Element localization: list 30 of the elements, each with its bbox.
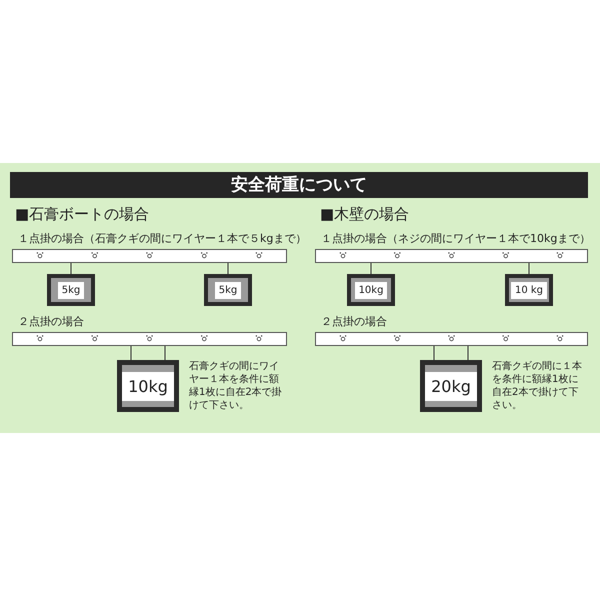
hanging-rail <box>315 332 588 346</box>
subheading: １点掛の場合（石膏クギの間にワイヤー１本で５kgまで） <box>18 231 306 246</box>
hanging-wire <box>164 346 166 360</box>
hanging-wire <box>70 262 72 274</box>
picture-frame <box>204 274 252 306</box>
picture-frame <box>420 360 482 412</box>
hanging-rail <box>12 332 287 346</box>
picture-frame <box>505 274 553 306</box>
note-text: 石膏クギの間に１本を条件に額縁1枚に自在2本で掛けて下さい。 <box>492 360 583 412</box>
title-bar: 安全荷重について <box>10 172 588 198</box>
picture-frame <box>47 274 95 306</box>
weight-label: 10 kg <box>510 282 548 298</box>
weight-label: 20kg <box>425 372 477 400</box>
hanging-wire <box>370 262 372 274</box>
section-heading: ■木壁の場合 <box>320 205 410 224</box>
subheading: ２点掛の場合 <box>321 314 387 329</box>
weight-label: 5kg <box>214 282 242 298</box>
section-heading: ■石膏ボートの場合 <box>15 205 150 224</box>
picture-frame <box>347 274 395 306</box>
subheading: １点掛の場合（ネジの間にワイヤー１本で10kgまで） <box>321 231 590 246</box>
subheading: ２点掛の場合 <box>18 314 84 329</box>
hanging-rail <box>315 249 588 263</box>
weight-label: 10kg <box>122 372 174 400</box>
hanging-wire <box>130 346 132 360</box>
weight-label: 5kg <box>58 282 84 298</box>
hanging-wire <box>528 262 530 274</box>
weight-label: 10kg <box>354 282 388 298</box>
picture-frame <box>117 360 179 412</box>
hanging-rail <box>12 249 287 263</box>
note-text: 石膏クギの間にワイヤー１本を条件に額縁1枚に自在2本で掛けて下さい。 <box>189 360 283 412</box>
